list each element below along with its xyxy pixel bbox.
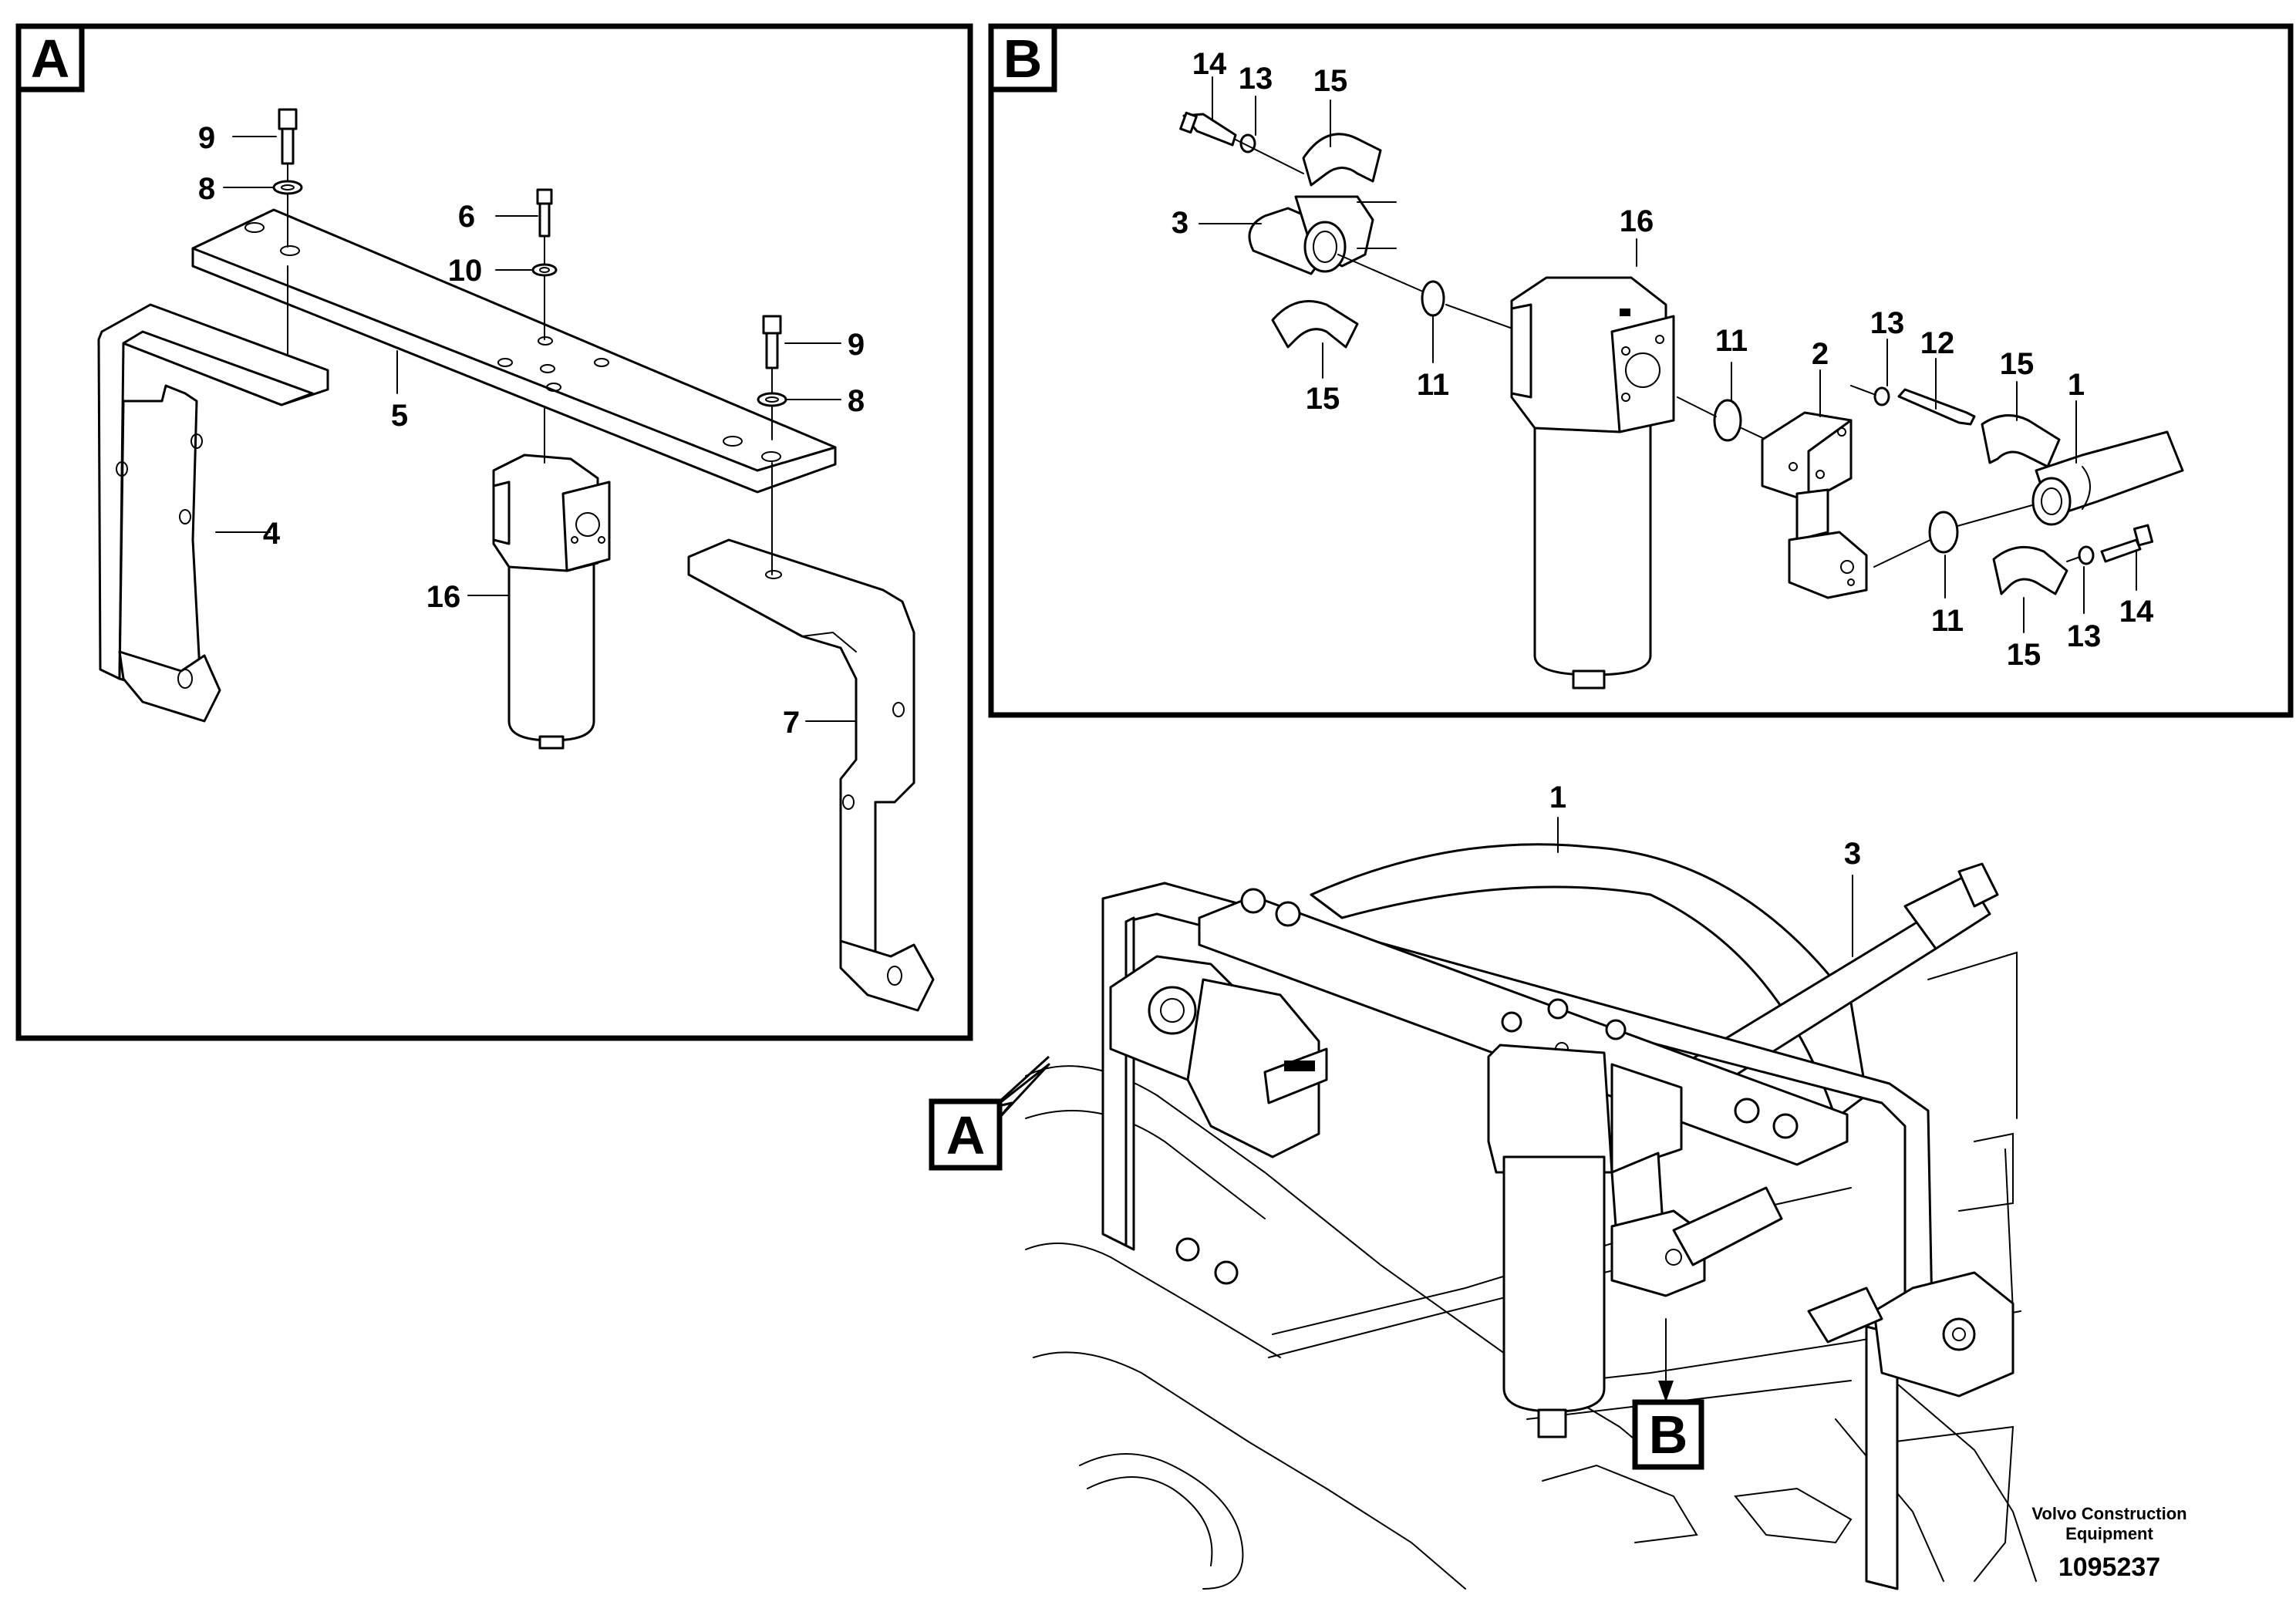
view-a-panel: A [15, 23, 973, 1041]
screw-14-top [1179, 111, 1237, 147]
callout-9: 9 [848, 328, 865, 362]
callout-10: 10 [448, 254, 483, 288]
callout-1: 1 [2068, 368, 2085, 402]
footer: Volvo Construction Equipment 1095237 [2031, 1504, 2186, 1582]
callout-5: 5 [391, 399, 408, 433]
o-ring-11-left [1421, 280, 1445, 317]
callout-14: 14 [1192, 47, 1227, 81]
callout-13: 13 [1870, 306, 1905, 340]
hose-fitting-3 [1248, 195, 1397, 275]
right-fitting-installed [1807, 1271, 2014, 1398]
view-b-panel: B [988, 23, 2294, 718]
callout-8: 8 [848, 384, 865, 418]
callout-14: 14 [2119, 595, 2154, 629]
clamp-half-15-top [1302, 133, 1382, 187]
callout-1: 1 [1549, 781, 1566, 814]
hose-fitting-1 [2031, 430, 2184, 526]
filter-a [492, 454, 611, 750]
screw-14-bottom [2100, 524, 2154, 563]
washer-10 [531, 263, 558, 277]
callout-16: 16 [1620, 204, 1654, 238]
filter-installed [1487, 1044, 1683, 1438]
callout-2: 2 [1812, 337, 1829, 371]
mounting-plate [191, 208, 837, 494]
washer-8-left [272, 180, 303, 195]
filter-b [1510, 276, 1675, 690]
o-ring-11-middle [1713, 399, 1742, 442]
callout-13: 13 [2067, 619, 2102, 653]
document-number: 1095237 [2058, 1553, 2160, 1582]
company-name-line1: Volvo Construction [2031, 1504, 2186, 1523]
view-b-callout: B [1632, 1381, 1704, 1470]
hose-1-installed [1310, 843, 1868, 1120]
view-a-callout-letter: A [946, 1105, 986, 1165]
callout-11: 11 [1715, 324, 1748, 358]
leaders-overview [993, 817, 1853, 1389]
callout-6: 6 [458, 200, 475, 234]
clamp-half-15-bottom [1992, 545, 2068, 595]
callout-15: 15 [2007, 638, 2041, 672]
bolt-6 [536, 188, 553, 238]
plate-installed [1198, 888, 1849, 1166]
callout-16: 16 [426, 580, 461, 614]
company-name-line2: Equipment [2065, 1524, 2153, 1543]
view-b-frame [988, 23, 2294, 718]
leaders-a [215, 136, 857, 722]
callout-13: 13 [1239, 62, 1273, 96]
clamp-half-15-left [1271, 300, 1359, 349]
washer-8-right [757, 392, 787, 407]
washer-13-mid [1873, 386, 1890, 406]
frame-bolts-installed [1175, 1237, 1239, 1285]
view-b-letter: B [1003, 29, 1043, 89]
pump-head-installed [1109, 955, 1328, 1158]
installed-overview: 1 3 A B [929, 781, 2037, 1590]
callout-15: 15 [1313, 64, 1348, 98]
callout-12: 12 [1920, 326, 1955, 360]
view-a-frame [15, 23, 973, 1041]
view-b-callout-letter: B [1649, 1404, 1688, 1465]
callout-15: 15 [1306, 382, 1340, 416]
callout-15: 15 [2000, 347, 2035, 381]
callout-11: 11 [1417, 368, 1449, 402]
callout-8: 8 [198, 172, 215, 206]
bolt-9-right [762, 315, 782, 369]
callout-3: 3 [1844, 837, 1861, 871]
right-bracket [687, 538, 935, 1012]
clamp-half-15-right [1981, 414, 2061, 468]
washer-13-bottom [2078, 545, 2095, 565]
o-ring-11-right [1928, 511, 1959, 554]
callout-9: 9 [198, 121, 215, 155]
block-installed [1610, 1152, 1783, 1297]
callout-3: 3 [1172, 206, 1188, 240]
view-a-letter-box [15, 23, 85, 93]
bolt-9-left [278, 108, 298, 165]
manifold-block-2 [1761, 411, 1868, 599]
assembly-axes-a [287, 163, 773, 575]
view-a-callout: A [929, 1055, 1050, 1171]
callout-7: 7 [783, 706, 800, 740]
view-b-letter-box [988, 23, 1057, 93]
left-bracket [97, 303, 329, 723]
leaders-b [1199, 76, 2137, 633]
callout-11: 11 [1931, 604, 1964, 638]
view-a-letter: A [31, 29, 70, 89]
callout-4: 4 [263, 517, 281, 551]
